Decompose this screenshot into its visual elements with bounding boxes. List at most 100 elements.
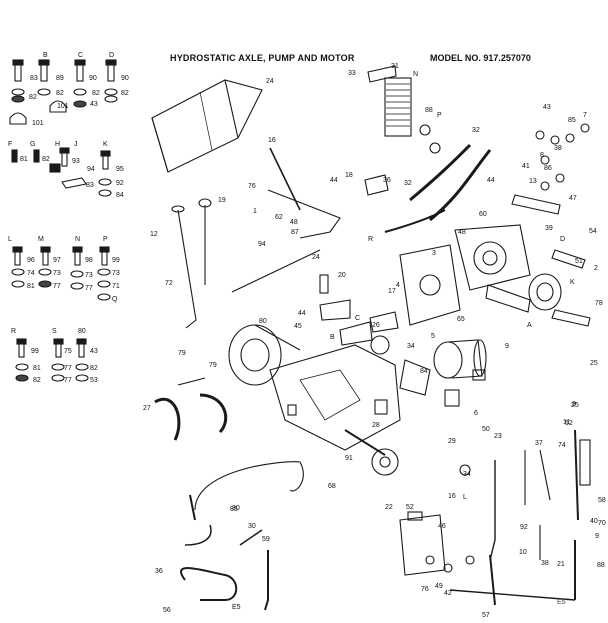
callout-label: 44 <box>298 310 306 317</box>
callout-label: 84 <box>116 192 124 199</box>
callout-label: C <box>355 315 361 322</box>
callout-label: 28 <box>372 422 380 429</box>
callout-label: 39 <box>545 225 553 232</box>
callout-label: 74 <box>558 442 566 449</box>
callout-label: 32 <box>472 127 480 134</box>
callout-label: 95 <box>116 166 124 173</box>
callout-label: 92 <box>520 524 528 531</box>
callout-label: 80 <box>78 328 86 335</box>
pulley-part-2 <box>528 273 562 311</box>
callout-label: 58 <box>598 497 606 504</box>
callout-label: 48 <box>290 219 298 226</box>
callout-label: D <box>109 52 115 59</box>
callout-label: 18 <box>345 172 353 179</box>
callout-label: 101 <box>32 120 44 127</box>
hoses-part-32 <box>384 143 492 233</box>
callout-label: F <box>8 141 13 148</box>
callout-label: 37 <box>535 440 543 447</box>
callout-label: 90 <box>121 75 129 82</box>
callout-label: 62 <box>275 214 283 221</box>
callout-label: 75 <box>64 348 72 355</box>
callout-label: 74 <box>27 270 35 277</box>
callout-label: 16 <box>448 493 456 500</box>
callout-label: 91 <box>345 455 353 462</box>
callout-label: 43 <box>90 348 98 355</box>
callout-label: 99 <box>31 348 39 355</box>
callout-label: 56 <box>163 607 171 614</box>
callout-label: 60 <box>479 211 487 218</box>
callout-label: 82 <box>92 90 100 97</box>
callout-label: 12 <box>150 231 158 238</box>
callout-label: 96 <box>27 257 35 264</box>
callout-label: 85 <box>230 506 238 513</box>
callout-label: 77 <box>64 365 72 372</box>
callout-label: 82 <box>29 94 37 101</box>
callout-label: 94 <box>258 241 266 248</box>
callout-label: 52 <box>406 504 414 511</box>
fittings-group <box>374 359 486 415</box>
callout-label: 25 <box>590 360 598 367</box>
callout-label: 93 <box>72 158 80 165</box>
callout-label: 46 <box>438 523 446 530</box>
callout-label: 23 <box>494 433 502 440</box>
callout-label: D <box>560 236 566 243</box>
callout-label: 73 <box>53 270 61 277</box>
callout-label: 77 <box>85 285 93 292</box>
callout-label: R <box>11 328 17 335</box>
callout-label: K <box>103 141 108 148</box>
callout-label: M <box>38 236 44 243</box>
callout-label: 38 <box>541 560 549 567</box>
callout-label: 85 <box>568 117 576 124</box>
callout-label: 33 <box>348 70 356 77</box>
callout-label: 82 <box>33 377 41 384</box>
callout-label: 6 <box>474 410 478 417</box>
callout-label: 7 <box>583 112 587 119</box>
callout-label: J <box>74 141 78 148</box>
callout-label: 36 <box>383 177 391 184</box>
callout-label: 49 <box>435 583 443 590</box>
callout-label: R <box>368 236 374 243</box>
callout-label: 82 <box>90 365 98 372</box>
oil-filter-part-89 <box>433 339 487 379</box>
callout-label: 47 <box>569 195 577 202</box>
callout-label: 11 <box>563 419 571 426</box>
callout-label: 32 <box>404 180 412 187</box>
axle-housing-part-6 <box>269 344 401 476</box>
callout-label: 45 <box>294 323 302 330</box>
callout-label: 65 <box>457 316 465 323</box>
callout-label: 57 <box>482 612 490 619</box>
callout-label: Q <box>112 296 118 303</box>
shift-linkage-group <box>399 429 591 606</box>
callout-label: 16 <box>268 137 276 144</box>
callout-label: E5 <box>232 604 241 611</box>
callout-label: 89 <box>56 75 64 82</box>
callout-label: B <box>43 52 48 59</box>
callout-label: 9 <box>595 533 599 540</box>
callout-label: 99 <box>112 257 120 264</box>
brake-drum-part-78 <box>228 324 301 386</box>
callout-label: 1 <box>253 208 257 215</box>
control-rods-group <box>171 147 341 329</box>
page-code: E5 <box>557 599 566 606</box>
callout-label: 51 <box>575 258 583 265</box>
callout-label: 10 <box>519 549 527 556</box>
callout-label: 9 <box>572 401 576 408</box>
callout-label: G <box>30 141 36 148</box>
callout-label: B <box>330 334 335 341</box>
callout-label: 86 <box>544 165 552 172</box>
callout-label: 82 <box>121 90 129 97</box>
pump-body <box>399 224 531 326</box>
callout-label: 4 <box>396 282 400 289</box>
callout-label: 79 <box>209 362 217 369</box>
callout-label: 83 <box>30 75 38 82</box>
callout-label: 19 <box>218 197 226 204</box>
callout-label: 9 <box>505 343 509 350</box>
callout-label: N <box>413 71 419 78</box>
callout-label: 43 <box>90 101 98 108</box>
callout-label: 24 <box>312 254 320 261</box>
callout-label: C <box>78 52 84 59</box>
callout-label: 25 <box>571 402 579 409</box>
spring-assembly-31 <box>367 65 412 137</box>
